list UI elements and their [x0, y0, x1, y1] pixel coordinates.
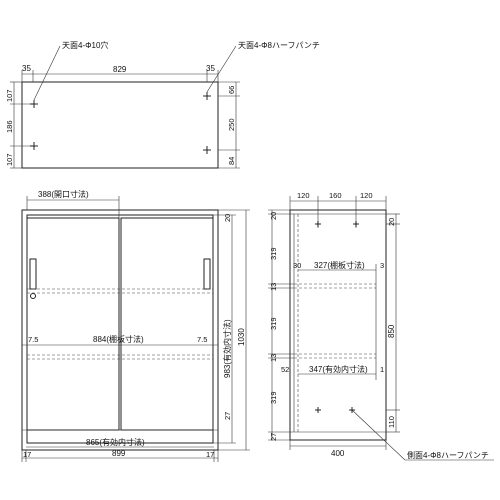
left-sliding-door	[26, 217, 120, 431]
top-halfpunch-callout: 天面4-Φ8ハーフパンチ	[238, 41, 320, 50]
dim-side-20-right: 20	[387, 218, 396, 226]
side-half-punch-icon	[315, 407, 355, 413]
hole-mark-icon	[30, 100, 38, 150]
right-door-handle	[203, 258, 211, 290]
left-door-handle	[29, 258, 37, 290]
dim-top-width: 829	[113, 65, 127, 74]
dim-front-7-5-right: 7.5	[197, 335, 207, 344]
top-view-outline	[21, 81, 219, 169]
dim-top-35-right: 35	[206, 64, 215, 73]
dim-side-13-a: 13	[269, 283, 278, 291]
dim-side-13-b: 13	[269, 354, 278, 362]
dim-front-27: 27	[223, 412, 232, 420]
dim-side-160: 160	[329, 191, 342, 200]
side-top-hole-icon	[315, 221, 359, 227]
dim-front-height: 1030	[237, 328, 246, 346]
dim-top-107-b: 107	[5, 153, 14, 166]
dim-opening: 388(開口寸法)	[38, 189, 89, 199]
top-hole-callout: 天面4-Φ10穴	[62, 40, 108, 50]
dim-front-17-right: 17	[206, 450, 214, 459]
dim-side-shelf-depth: 327(棚板寸法)	[314, 260, 365, 270]
dim-front-20: 20	[223, 214, 232, 222]
dim-top-186: 186	[5, 120, 14, 133]
dim-inner-width: 865(有効内寸法)	[86, 437, 145, 447]
dim-side-3: 3	[380, 261, 384, 270]
dim-side-319-c: 319	[269, 391, 278, 404]
dim-side-110: 110	[387, 416, 396, 428]
front-view: 388(開口寸法) 20 1030 983(有効内寸法) 7.5 884(棚板寸…	[21, 189, 250, 462]
dim-front-7-5-left: 7.5	[28, 335, 38, 344]
dim-side-1: 1	[380, 365, 384, 374]
dim-top-84: 84	[227, 157, 236, 165]
key-cylinder-icon	[30, 293, 36, 299]
dim-side-20-top: 20	[269, 212, 278, 220]
side-view: 120 160 120 20 20 319 30 327(棚板寸法) 3 13 …	[268, 191, 494, 461]
side-view-outline	[289, 209, 387, 441]
dim-shelf-width: 884(棚板寸法)	[93, 334, 144, 344]
dim-side-120-left: 120	[297, 191, 310, 200]
top-view: 天面4-Φ10穴 天面4-Φ8ハーフパンチ 35 829 35 107 186 …	[5, 40, 320, 169]
dim-front-inner-height: 983(有効内寸法)	[222, 319, 232, 378]
dim-side-850: 850	[387, 324, 396, 338]
dim-side-120-right: 120	[360, 191, 373, 200]
dim-top-35-left: 35	[22, 64, 31, 73]
right-sliding-door	[120, 217, 214, 431]
dim-top-66: 66	[227, 86, 236, 94]
dim-side-30: 30	[293, 261, 301, 270]
dim-front-17-left: 17	[23, 450, 31, 459]
dim-side-inner-depth: 347(有効内寸法)	[309, 364, 368, 374]
front-view-outline	[21, 209, 219, 451]
dim-top-107-a: 107	[5, 89, 14, 102]
dim-side-27: 27	[269, 433, 278, 441]
side-halfpunch-callout: 側面4-Φ8ハーフパンチ	[407, 450, 489, 460]
dim-side-319-a: 319	[269, 247, 278, 260]
dim-side-52: 52	[281, 365, 289, 374]
dim-total-width: 899	[112, 449, 126, 458]
dim-top-250: 250	[227, 118, 236, 131]
dim-side-319-b: 319	[269, 317, 278, 330]
half-punch-mark-icon	[203, 92, 211, 154]
dim-side-depth: 400	[331, 449, 345, 458]
